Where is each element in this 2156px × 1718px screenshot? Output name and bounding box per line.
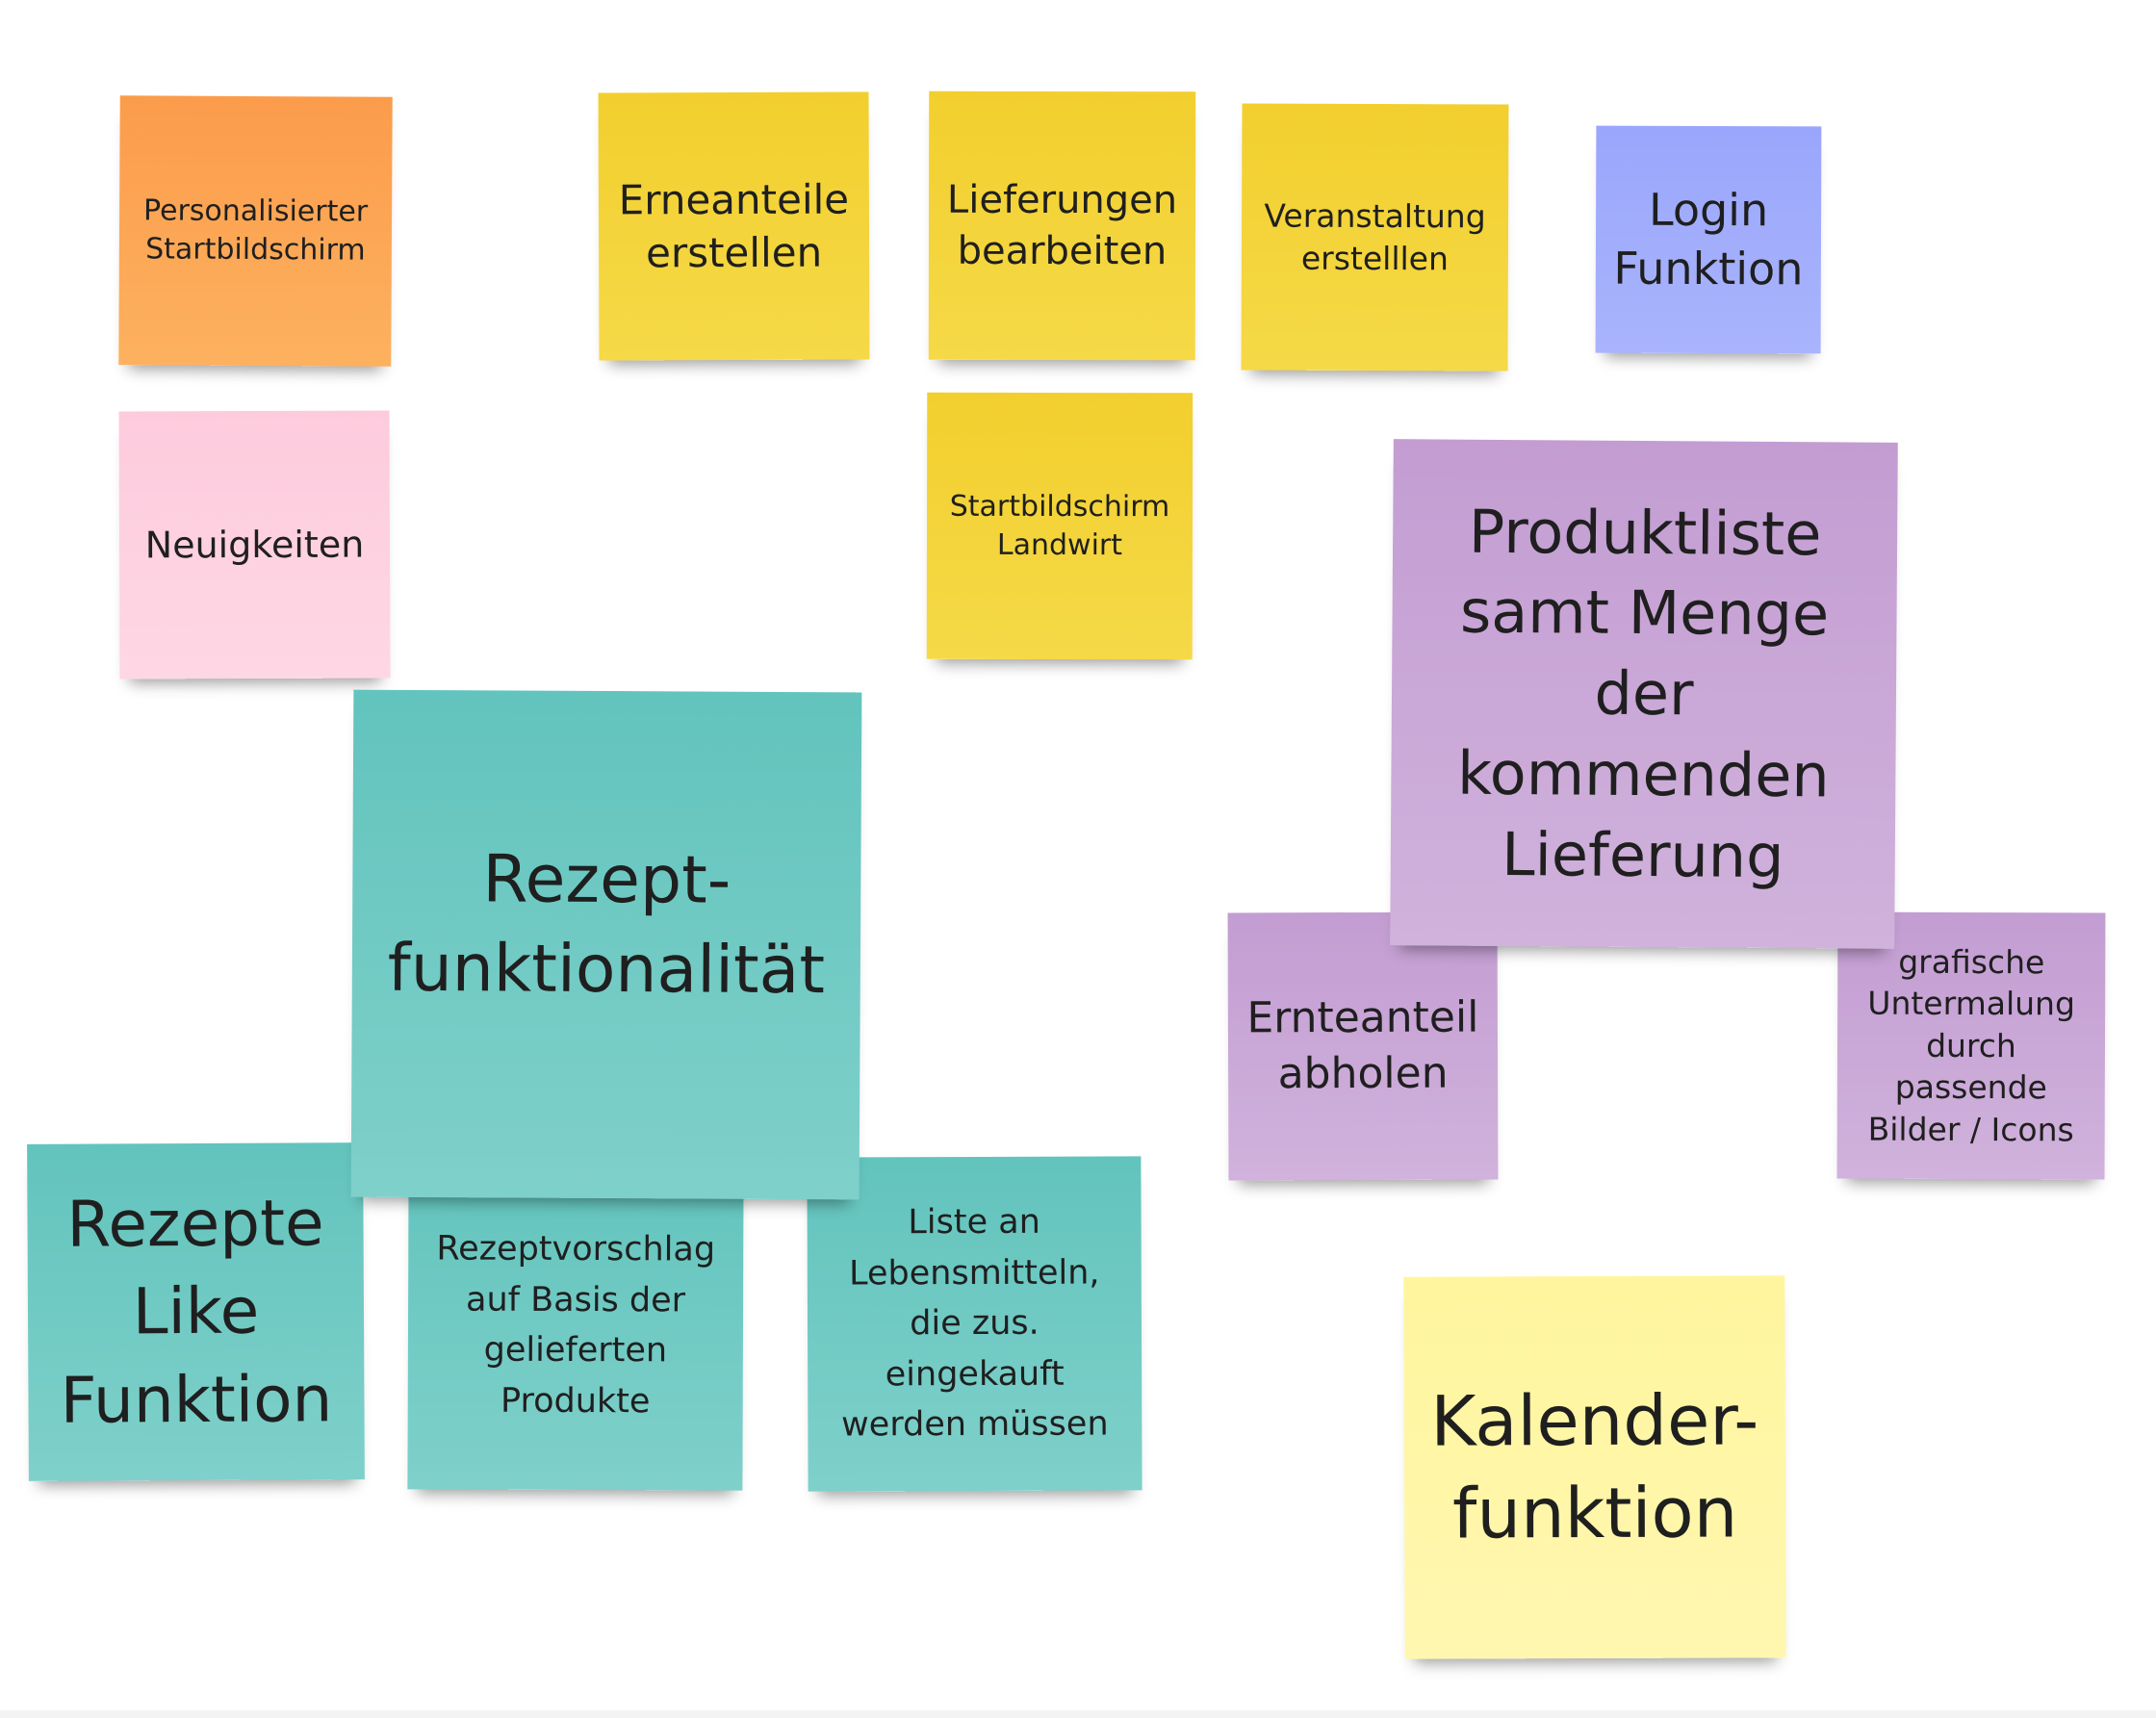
note-veranstaltung-erstellen[interactable]: Veranstaltung erstelllen: [1241, 103, 1509, 372]
note-label: Startbildschirm Landwirt: [949, 489, 1170, 562]
note-label: Rezept-funktionalität: [387, 841, 826, 1009]
note-rezeptvorschlag[interactable]: Rezeptvorschlag auf Basis der gelieferte…: [407, 1160, 744, 1491]
note-label: Liste an Lebensmitteln, die zus. eingeka…: [841, 1203, 1109, 1445]
note-login-funktion[interactable]: Login Funktion: [1595, 125, 1822, 354]
note-label: Personalisierter Startbildschirm: [142, 193, 369, 268]
note-label: Lieferungen bearbeiten: [946, 177, 1178, 273]
note-label: Erneanteile erstellen: [618, 175, 850, 277]
note-ernteanteil-abholen[interactable]: Ernteanteil abholen: [1227, 911, 1499, 1181]
note-label: Rezeptvorschlag auf Basis der gelieferte…: [436, 1229, 716, 1421]
note-liste-lebensmittel[interactable]: Liste an Lebensmitteln, die zus. eingeka…: [807, 1156, 1142, 1492]
note-rezepte-like-funktion[interactable]: Rezepte Like Funktion: [27, 1142, 365, 1481]
note-label: Neuigkeiten: [144, 523, 365, 567]
note-rezept-funktionalitaet[interactable]: Rezept-funktionalität: [350, 689, 862, 1200]
note-lieferungen-bearbeiten[interactable]: Lieferungen bearbeiten: [928, 90, 1196, 361]
note-label: Ernteanteil abholen: [1246, 992, 1479, 1099]
note-grafische-untermalung[interactable]: grafische Untermalung durch passende Bil…: [1836, 911, 2106, 1180]
note-label: grafische Untermalung durch passende Bil…: [1867, 942, 2076, 1149]
note-neuigkeiten[interactable]: Neuigkeiten: [118, 410, 391, 680]
note-label: Rezepte Like Funktion: [60, 1186, 333, 1438]
note-label: Kalender-funktion: [1430, 1379, 1759, 1554]
note-startbildschirm-landwirt[interactable]: Startbildschirm Landwirt: [926, 392, 1194, 660]
note-label: Produktliste samt Menge der kommenden Li…: [1456, 496, 1830, 891]
note-label: Login Funktion: [1613, 184, 1804, 295]
note-kalenderfunktion[interactable]: Kalender-funktion: [1403, 1275, 1786, 1659]
note-personalisierter-startbildschirm[interactable]: Personalisierter Startbildschirm: [118, 95, 393, 367]
note-erneanteile-erstellen[interactable]: Erneanteile erstellen: [598, 91, 870, 361]
board-bottom-edge: [0, 1710, 2156, 1718]
note-produktliste[interactable]: Produktliste samt Menge der kommenden Li…: [1390, 439, 1898, 949]
note-label: Veranstaltung erstelllen: [1264, 196, 1486, 277]
